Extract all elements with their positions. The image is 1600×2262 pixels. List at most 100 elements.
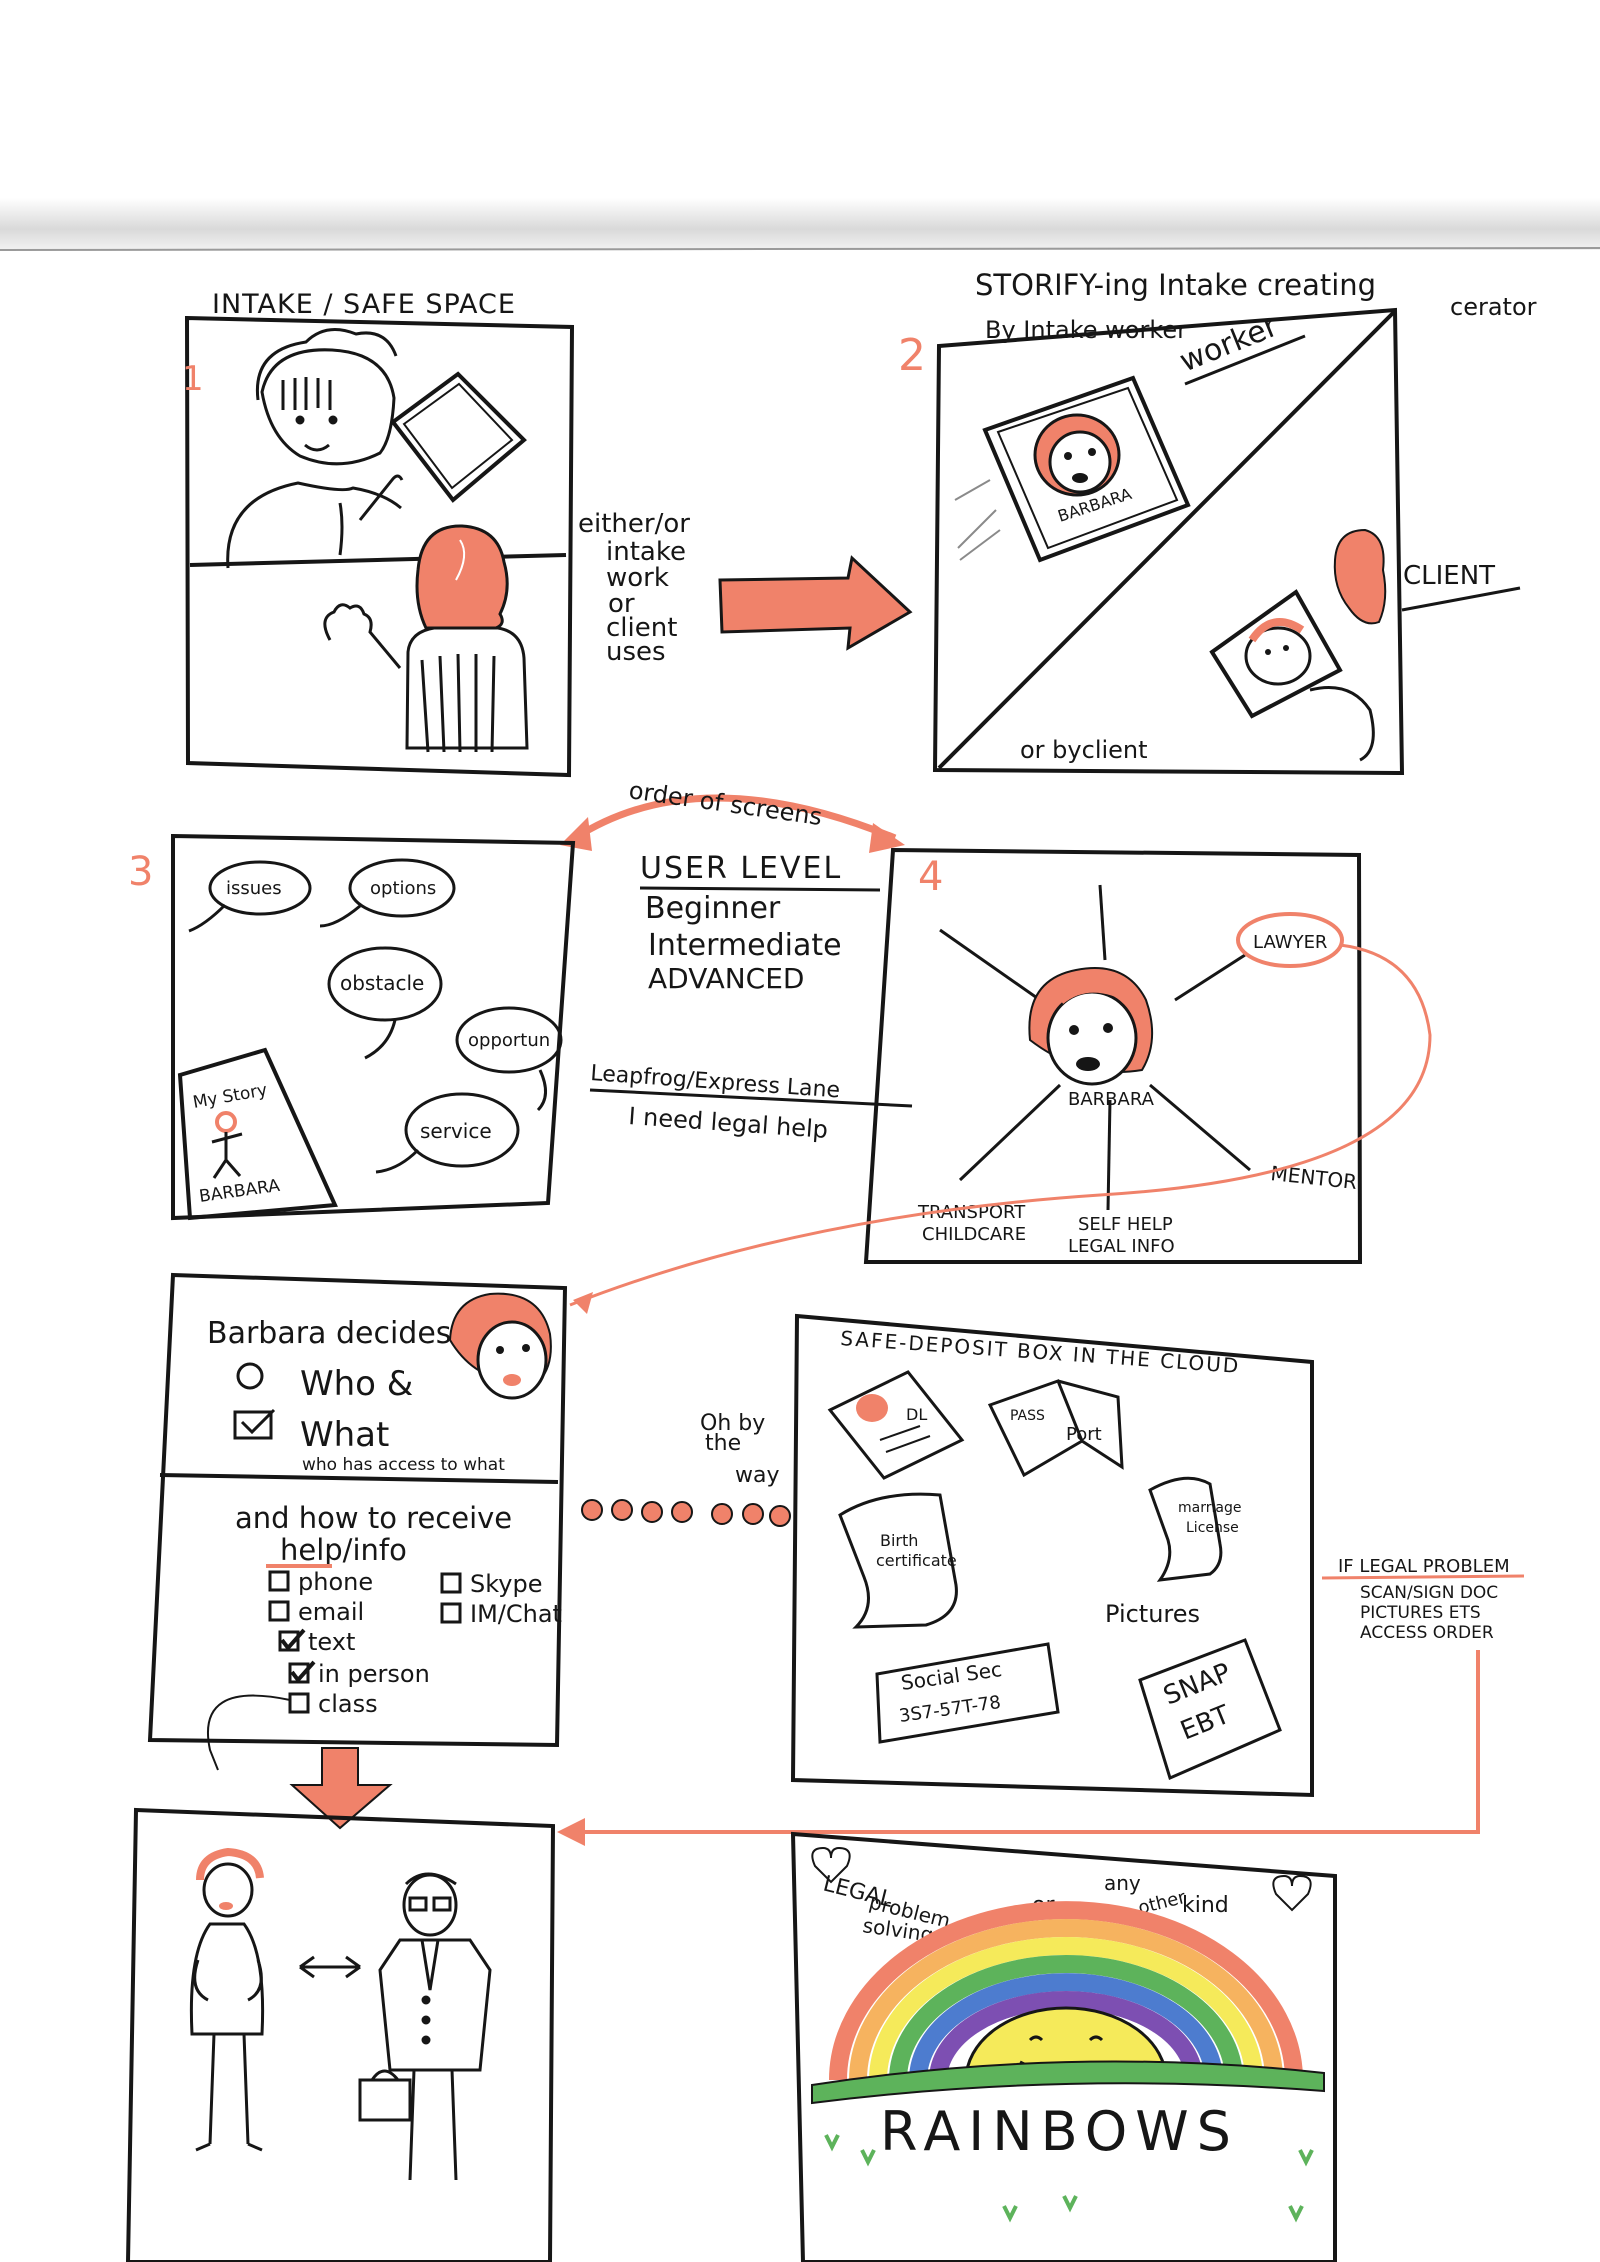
- connector-line-1: either/or: [578, 509, 690, 539]
- bubble-options: options: [319, 858, 456, 928]
- svg-text:Port: Port: [1066, 1424, 1102, 1445]
- smiley-icon: [236, 1362, 264, 1390]
- snap-ebt-card: SNAP EBT: [1138, 1638, 1282, 1781]
- marriage-license: marriage License: [1148, 1476, 1241, 1582]
- svg-text:way: way: [735, 1463, 780, 1488]
- legal-note-4: ACCESS ORDER: [1360, 1623, 1494, 1643]
- svg-text:service: service: [420, 1119, 492, 1143]
- client-label: CLIENT: [1403, 561, 1495, 591]
- help-info: help/info: [280, 1533, 407, 1567]
- spoke-lawyer: LAWYER: [1253, 932, 1327, 953]
- id-card: DL: [827, 1370, 965, 1480]
- panel-rainbows: LEGAL problem solving or any other kind: [790, 1831, 1337, 2262]
- intake-worker-figure: [226, 328, 404, 569]
- need-legal-help: I need legal help: [628, 1102, 829, 1144]
- panel-issues-bubbles: 3 issues options obstacle opportun servi…: [128, 833, 576, 1221]
- safe-deposit-title: SAFE-DEPOSIT BOX IN THE CLOUD: [840, 1326, 1241, 1378]
- option-checkbox: [288, 1692, 310, 1714]
- rainbow-word-any: any: [1104, 1871, 1141, 1895]
- by-the-way-connector: Oh by the way: [581, 1411, 791, 1527]
- svg-text:DL: DL: [906, 1405, 927, 1424]
- option-label: in person: [318, 1660, 430, 1688]
- svg-text:PASS: PASS: [1010, 1408, 1045, 1424]
- social-security-card: Social Sec 3S7-57T-78: [875, 1642, 1060, 1744]
- heart-icon-right: [1272, 1874, 1312, 1912]
- worker-tablet: BARBARA: [954, 375, 1191, 563]
- lawyer-figure: [358, 1872, 492, 2181]
- svg-text:Social Sec: Social Sec: [899, 1657, 1003, 1695]
- spoke-mentor: MENTOR: [1269, 1161, 1358, 1194]
- bubble-service: service: [375, 1092, 520, 1174]
- bubble-obstacle: obstacle: [327, 946, 443, 1060]
- svg-text:issues: issues: [226, 878, 282, 899]
- panel-2-title-tail: cerator: [1450, 293, 1537, 321]
- panel-4-number: 4: [918, 854, 943, 900]
- bubble-opportunity: opportun: [455, 1006, 563, 1112]
- panel-1-number: 1: [182, 359, 204, 399]
- rainbows-label: RAINBOWS: [880, 2100, 1239, 2163]
- panel-barbara-decides: Barbara decides Who & What who has acces…: [147, 1272, 568, 1771]
- heart-icon-left: [811, 1846, 851, 1884]
- svg-text:3S7-57T-78: 3S7-57T-78: [898, 1692, 1002, 1727]
- what-checkbox: [233, 1410, 273, 1440]
- svg-text:EBT: EBT: [1176, 1700, 1234, 1747]
- pictures-label: Pictures: [1105, 1600, 1200, 1628]
- barbara-center-label: BARBARA: [1068, 1089, 1155, 1110]
- option-checkbox: [440, 1572, 462, 1594]
- paper-edge-line: [0, 247, 1600, 251]
- svg-text:Oh by: Oh by: [700, 1411, 765, 1436]
- option-checkbox: [288, 1662, 310, 1684]
- option-checkbox: [268, 1600, 290, 1622]
- option-label: phone: [298, 1568, 373, 1596]
- panel-1-title: INTAKE / SAFE SPACE: [212, 289, 516, 320]
- option-checkbox: [278, 1630, 300, 1652]
- rainbow-word-kind: kind: [1182, 1893, 1229, 1918]
- option-label: email: [298, 1598, 364, 1626]
- level-intermediate: Intermediate: [648, 928, 842, 963]
- legal-note-1: IF LEGAL PROBLEM: [1338, 1556, 1510, 1577]
- barbara-face: BARBARA: [1028, 967, 1155, 1110]
- panel-2-title: STORIFY-ing Intake creating: [975, 268, 1376, 302]
- spoke-transport: TRANSPORT: [917, 1202, 1026, 1223]
- passport: PASS Port: [987, 1379, 1124, 1478]
- panel-3-number: 3: [128, 849, 153, 895]
- right-arrow: [718, 555, 913, 651]
- spoke-self-help: SELF HELP: [1078, 1214, 1173, 1235]
- option-label: text: [308, 1628, 355, 1656]
- svg-text:My Story: My Story: [191, 1080, 268, 1113]
- connector-either-or: either/or intake work or client uses: [578, 509, 913, 667]
- panel-2-subtitle: By Intake worker: [985, 316, 1187, 344]
- panel-safe-deposit-box: SAFE-DEPOSIT BOX IN THE CLOUD DL PASS Po…: [790, 1313, 1314, 1798]
- barbara-small-face: [448, 1292, 552, 1400]
- worker-label: worker: [1175, 308, 1284, 379]
- legal-note-2: SCAN/SIGN DOC: [1360, 1583, 1498, 1603]
- desk-line: [189, 553, 567, 567]
- svg-text:certificate: certificate: [876, 1551, 957, 1570]
- paper-edge: [0, 198, 1600, 250]
- how-to-receive: and how to receive: [235, 1501, 512, 1535]
- legal-problem-note: IF LEGAL PROBLEM SCAN/SIGN DOC PICTURES …: [557, 1556, 1525, 1846]
- option-label: class: [318, 1690, 378, 1718]
- who-label: Who &: [300, 1364, 413, 1404]
- spoke-legal-info: LEGAL INFO: [1068, 1236, 1175, 1257]
- order-of-screens-arrow: order of screens: [560, 776, 905, 853]
- option-check-mark: [290, 1660, 316, 1684]
- intake-screen: [390, 371, 527, 503]
- bubble-issues: issues: [188, 860, 312, 933]
- option-label: Skype: [470, 1570, 542, 1598]
- barbara-standing: [189, 1847, 265, 2152]
- svg-text:License: License: [1186, 1520, 1239, 1536]
- connector-line-4: or: [608, 589, 635, 619]
- legal-note-3: PICTURES ETS: [1360, 1603, 1481, 1623]
- birth-certificate: Birth certificate: [838, 1492, 958, 1629]
- svg-text:Birth: Birth: [880, 1531, 918, 1550]
- connector-line-2: intake: [606, 537, 686, 567]
- svg-text:obstacle: obstacle: [340, 971, 424, 995]
- what-label: What: [300, 1415, 389, 1455]
- down-arrow: [289, 1747, 393, 1830]
- panel-storify-intake: 2 STORIFY-ing Intake creating cerator By…: [898, 268, 1537, 776]
- panel-2-number: 2: [898, 330, 926, 381]
- option-check-mark: [280, 1628, 306, 1652]
